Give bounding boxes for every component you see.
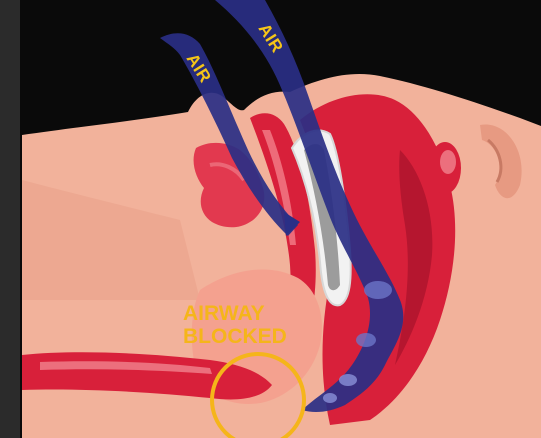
air-bubble-2 <box>356 333 376 347</box>
air-bubble-3 <box>339 374 357 386</box>
airway-blocked-line2: BLOCKED <box>183 325 287 348</box>
airway-blocked-line1: AIRWAY <box>183 302 265 325</box>
adenoid-highlight <box>440 150 456 174</box>
air-bubble-1 <box>364 281 392 299</box>
air-bubble-4 <box>323 393 337 403</box>
left-border <box>0 0 20 438</box>
